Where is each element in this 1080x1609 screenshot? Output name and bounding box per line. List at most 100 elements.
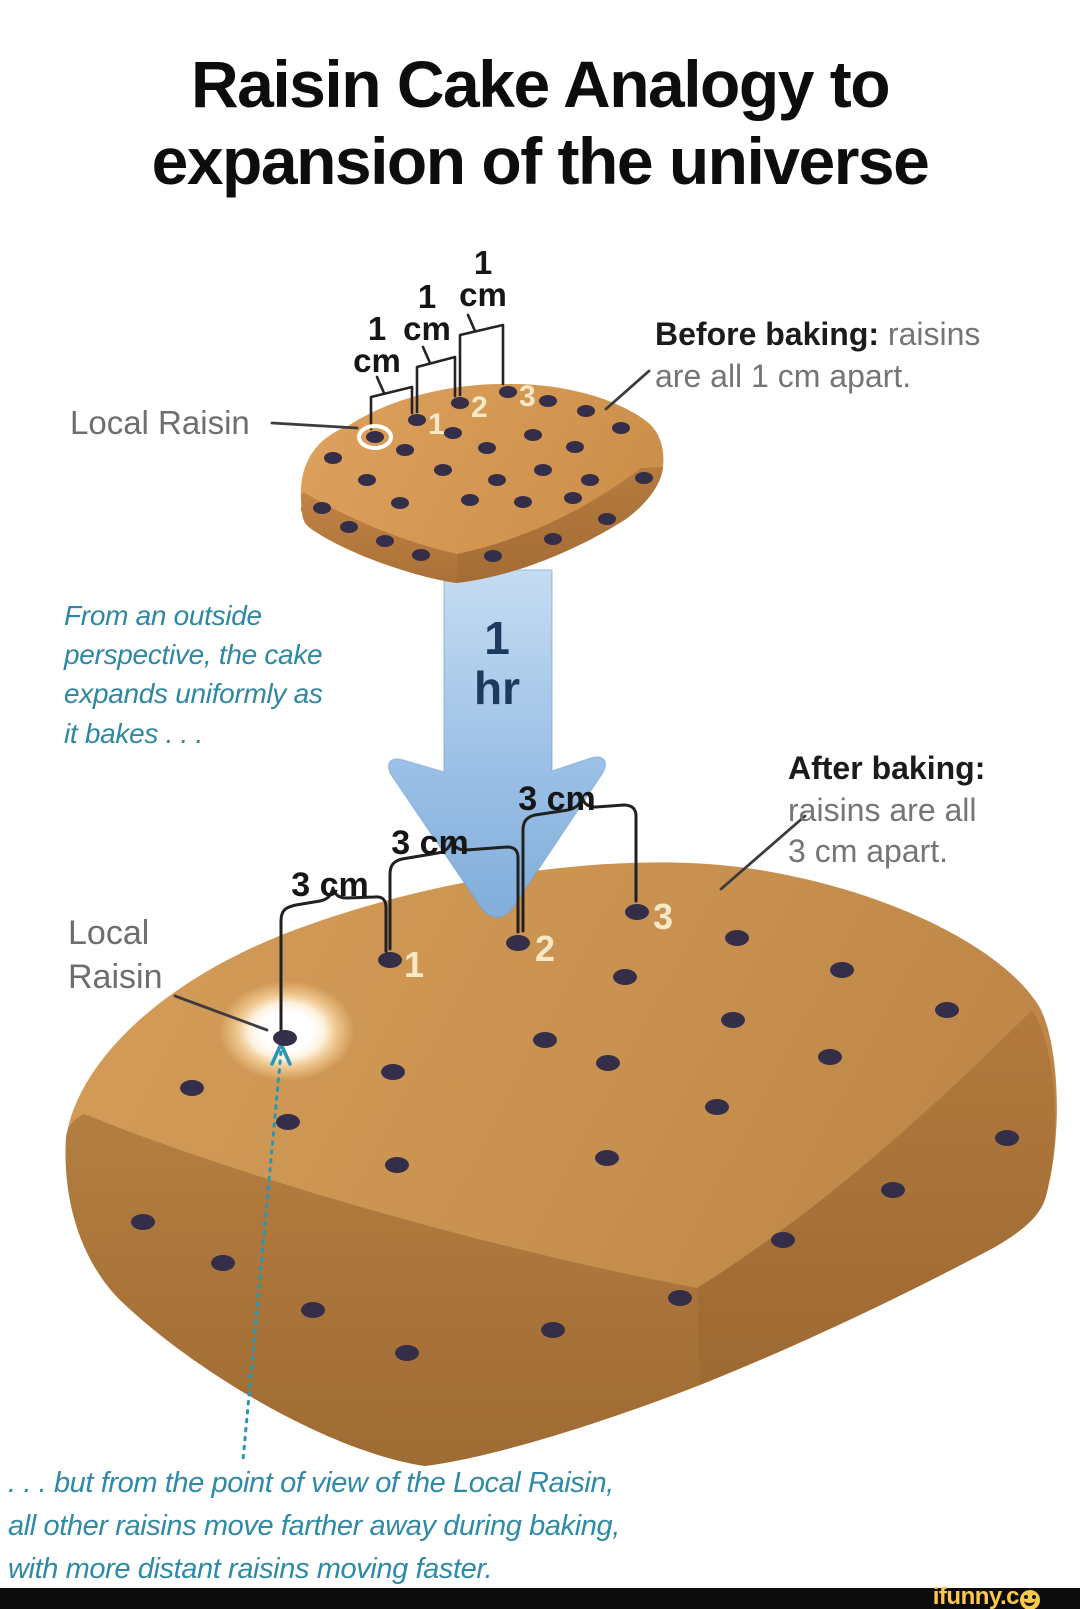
raisin [478, 442, 496, 454]
measure-3cm-label-1: 3 cm [291, 866, 369, 904]
local-raisin-perspective-caption: . . . but from the point of view of the … [8, 1467, 620, 1585]
raisin [613, 969, 637, 985]
smiley-o-icon [1020, 1590, 1040, 1609]
raisin [577, 405, 595, 417]
raisin-number: 1 [428, 408, 445, 441]
raisin [395, 1345, 419, 1361]
raisin [444, 427, 462, 439]
small-cake-right-face [456, 467, 663, 583]
small-cake-brackets [369, 313, 505, 431]
local-raisin-top-leader [270, 421, 359, 430]
raisin [378, 952, 402, 968]
title-line-2: expansion of the universe [151, 123, 930, 198]
raisin-number: 1 [404, 944, 424, 985]
raisin [276, 1114, 300, 1130]
raisin [544, 533, 562, 545]
raisin [376, 535, 394, 547]
leader-lines [173, 369, 807, 1032]
raisin [612, 422, 630, 434]
local-raisin-label-top: Local Raisin [70, 404, 250, 441]
before-baking-line-1: Before baking: raisins [655, 314, 1035, 356]
before-baking-rest: raisins [887, 316, 981, 352]
measure-3cm-label-2: 3 cm [391, 824, 469, 862]
bottom-black-bar [0, 1588, 1080, 1609]
raisin [725, 930, 749, 946]
raisin [313, 502, 331, 514]
raisin [451, 397, 469, 409]
raisin [830, 962, 854, 978]
before-baking-line-2: are all 1 cm apart. [655, 357, 912, 394]
raisin [668, 1290, 692, 1306]
local-raisin-bottom-leader [173, 994, 269, 1032]
raisin [211, 1255, 235, 1271]
raisin [301, 1302, 325, 1318]
page-title: Raisin Cake Analogy to expansion of the … [0, 46, 1080, 199]
local-raisin-ring [357, 424, 393, 450]
raisin [391, 497, 409, 509]
local-raisin [273, 1030, 297, 1046]
big-cake-raisins: 1 2 3 [131, 896, 1019, 1361]
raisin [461, 494, 479, 506]
after-baking-line-2: raisins are all [788, 791, 977, 828]
ifunny-watermark: ifunny.c [933, 1585, 1040, 1609]
raisin [381, 1064, 405, 1080]
raisin [408, 414, 426, 426]
raisin [881, 1182, 905, 1198]
measure-1cm-label-3: 1 cm [459, 244, 507, 314]
raisin [533, 1032, 557, 1048]
big-cake-left-face [65, 1114, 701, 1466]
after-baking-callout: After baking: raisins are all 3 cm apart… [788, 748, 1048, 873]
after-baking-line-3: 3 cm apart. [788, 833, 949, 870]
raisin [524, 429, 542, 441]
raisin-number: 3 [519, 380, 536, 413]
raisin [434, 464, 452, 476]
local-raisin-label-bottom: Local Raisin [68, 914, 163, 996]
big-cake-right-face [697, 1010, 1055, 1385]
raisin [566, 441, 584, 453]
measure-1cm-label-2: 1 cm [403, 278, 451, 348]
raisin [771, 1232, 795, 1248]
raisin [995, 1130, 1019, 1146]
raisin [324, 452, 342, 464]
title-line-1: Raisin Cake Analogy to [190, 47, 891, 121]
raisin [412, 549, 430, 561]
after-baking-bold: After baking: [788, 750, 986, 786]
raisin [935, 1002, 959, 1018]
raisin [564, 492, 582, 504]
raisin [818, 1049, 842, 1065]
measure-1cm-label-1: 1 cm [353, 310, 401, 380]
raisin-number: 2 [471, 391, 488, 424]
raisin [514, 496, 532, 508]
raisin [340, 521, 358, 533]
outside-perspective-note: From an outside perspective, the cake ex… [64, 600, 323, 749]
after-baking-leader [719, 814, 807, 891]
raisin [541, 1322, 565, 1338]
one-hour-label: 1 hr [474, 612, 520, 714]
raisin [180, 1080, 204, 1096]
raisin [131, 1214, 155, 1230]
raisin [499, 386, 517, 398]
raisin [596, 1055, 620, 1071]
raisin [581, 474, 599, 486]
big-cake [65, 862, 1057, 1466]
before-baking-leader [604, 369, 651, 411]
raisin [539, 395, 557, 407]
raisin [625, 904, 649, 920]
measure-3cm-label-3: 3 cm [518, 780, 596, 818]
big-cake-brackets [279, 795, 638, 1032]
raisin-number: 2 [535, 928, 555, 969]
raisin [488, 474, 506, 486]
before-baking-bold: Before baking: [655, 316, 880, 352]
raisin [635, 472, 653, 484]
raisin-number: 3 [653, 896, 673, 937]
before-baking-callout: Before baking: raisins are all 1 cm apar… [655, 314, 1035, 397]
raisin [721, 1012, 745, 1028]
raisin [534, 464, 552, 476]
time-arrow [387, 569, 607, 918]
raisin [595, 1150, 619, 1166]
raisin [598, 513, 616, 525]
raisin [484, 550, 502, 562]
